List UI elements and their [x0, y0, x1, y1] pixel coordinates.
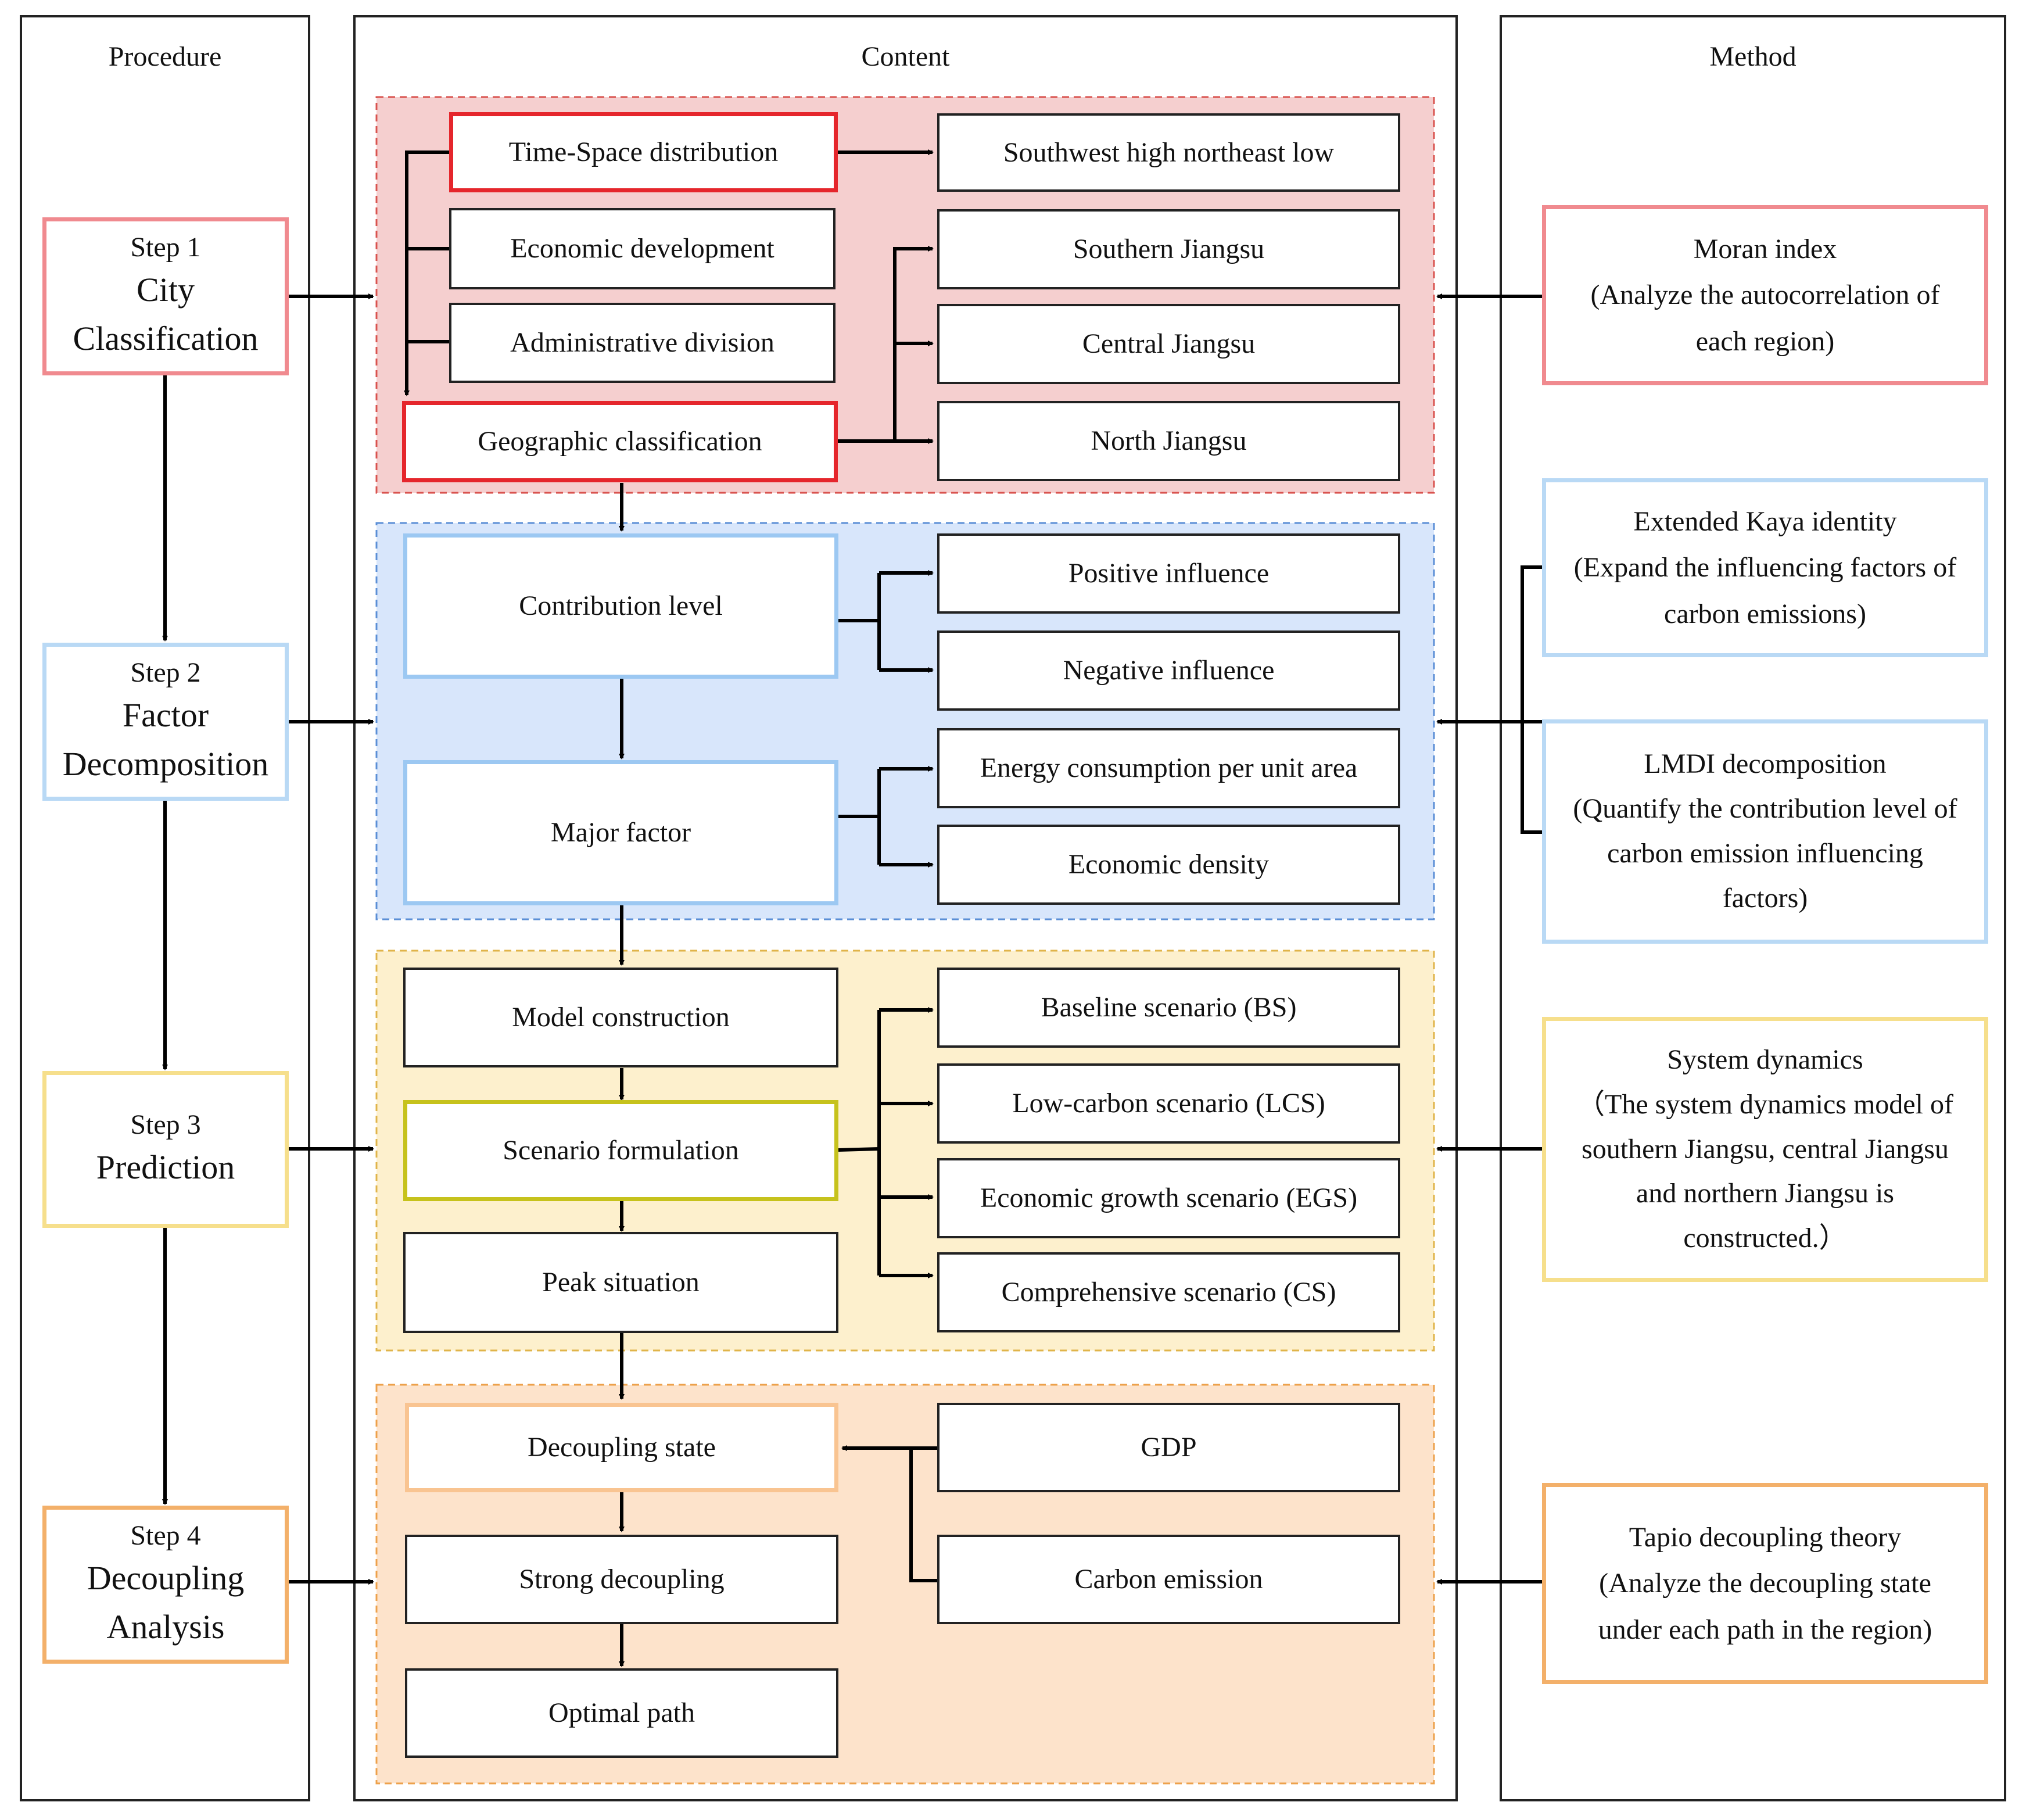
method-line: carbon emissions) [1664, 598, 1866, 629]
step-number: Step 2 [130, 657, 201, 688]
energy-consumption-per-unit-area-box: Energy consumption per unit area [937, 728, 1400, 808]
method-line: LMDI decomposition [1644, 748, 1887, 780]
administrative-division-box: Administrative division [449, 303, 835, 383]
contribution-level-box: Contribution level [403, 533, 838, 679]
economic-development-box: Economic development [449, 208, 835, 289]
method-line: constructed.） [1683, 1223, 1847, 1254]
method-line: carbon emission influencing [1607, 838, 1923, 869]
step-title-line: Prediction [96, 1148, 235, 1187]
step-3-prediction: Step 3 Prediction [42, 1071, 289, 1228]
time-space-distribution-box: Time-Space distribution [449, 112, 838, 192]
major-factor-box: Major factor [403, 760, 838, 905]
step-2-factor-decomposition: Step 2 Factor Decomposition [42, 643, 289, 801]
southern-jiangsu-box: Southern Jiangsu [937, 209, 1400, 289]
decoupling-state-box: Decoupling state [405, 1403, 838, 1492]
method-moran-index: Moran index (Analyze the autocorrelation… [1542, 205, 1988, 385]
method-extended-kaya-identity: Extended Kaya identity (Expand the influ… [1542, 478, 1988, 657]
step-1-city-classification: Step 1 City Classification [42, 217, 289, 375]
procedure-column-title: Procedure [108, 41, 222, 72]
method-column-frame [1500, 15, 2006, 1801]
scenario-formulation-box: Scenario formulation [403, 1100, 838, 1201]
method-column-title: Method [1709, 41, 1796, 72]
method-line: Moran index [1693, 234, 1837, 265]
positive-influence-box: Positive influence [937, 533, 1400, 614]
strong-decoupling-box: Strong decoupling [405, 1535, 838, 1624]
step-title-line: City [137, 271, 195, 309]
step-title-line: Decomposition [62, 745, 269, 783]
step-title-line: Classification [73, 320, 259, 358]
gdp-box: GDP [937, 1403, 1400, 1492]
method-line: (Quantify the contribution level of [1573, 793, 1957, 825]
peak-situation-box: Peak situation [403, 1232, 838, 1333]
economic-density-box: Economic density [937, 825, 1400, 905]
method-lmdi-decomposition: LMDI decomposition (Quantify the contrib… [1542, 719, 1988, 944]
step-title-line: Factor [122, 696, 209, 735]
procedure-column-frame [20, 15, 310, 1801]
carbon-emission-box: Carbon emission [937, 1535, 1400, 1624]
step-number: Step 3 [130, 1109, 201, 1140]
north-jiangsu-box: North Jiangsu [937, 401, 1400, 481]
connector-lines [162, 149, 1544, 1667]
comprehensive-scenario-box: Comprehensive scenario (CS) [937, 1252, 1400, 1332]
geographic-classification-box: Geographic classification [402, 401, 838, 482]
method-system-dynamics: System dynamics （The system dynamics mod… [1542, 1017, 1988, 1282]
step-title-line: Analysis [106, 1608, 225, 1646]
step-4-decoupling-analysis: Step 4 Decoupling Analysis [42, 1506, 289, 1664]
method-line: (Analyze the autocorrelation of [1590, 280, 1940, 311]
method-line: Tapio decoupling theory [1629, 1522, 1902, 1553]
negative-influence-box: Negative influence [937, 630, 1400, 711]
model-construction-box: Model construction [403, 968, 838, 1067]
economic-growth-scenario-box: Economic growth scenario (EGS) [937, 1158, 1400, 1238]
low-carbon-scenario-box: Low-carbon scenario (LCS) [937, 1063, 1400, 1144]
method-line: and northern Jiangsu is [1636, 1178, 1894, 1209]
content-column-title: Content [861, 41, 950, 72]
method-line: southern Jiangsu, central Jiangsu [1582, 1133, 1949, 1165]
method-line: (Analyze the decoupling state [1599, 1568, 1931, 1599]
baseline-scenario-box: Baseline scenario (BS) [937, 968, 1400, 1048]
method-line: under each path in the region) [1598, 1614, 1932, 1645]
content-column-frame [353, 15, 1458, 1801]
method-line: Extended Kaya identity [1633, 506, 1897, 538]
step-number: Step 1 [130, 231, 201, 263]
method-line: factors) [1722, 882, 1808, 913]
method-tapio-decoupling-theory: Tapio decoupling theory (Analyze the dec… [1542, 1483, 1988, 1684]
optimal-path-box: Optimal path [405, 1668, 838, 1758]
step-title-line: Decoupling [87, 1559, 245, 1597]
method-line: （The system dynamics model of [1577, 1088, 1953, 1120]
method-line: (Expand the influencing factors of [1573, 552, 1957, 583]
method-line: each region) [1695, 325, 1835, 357]
method-line: System dynamics [1667, 1044, 1863, 1075]
step-number: Step 4 [130, 1520, 201, 1551]
central-jiangsu-box: Central Jiangsu [937, 304, 1400, 384]
southwest-high-northeast-low-box: Southwest high northeast low [937, 113, 1400, 192]
